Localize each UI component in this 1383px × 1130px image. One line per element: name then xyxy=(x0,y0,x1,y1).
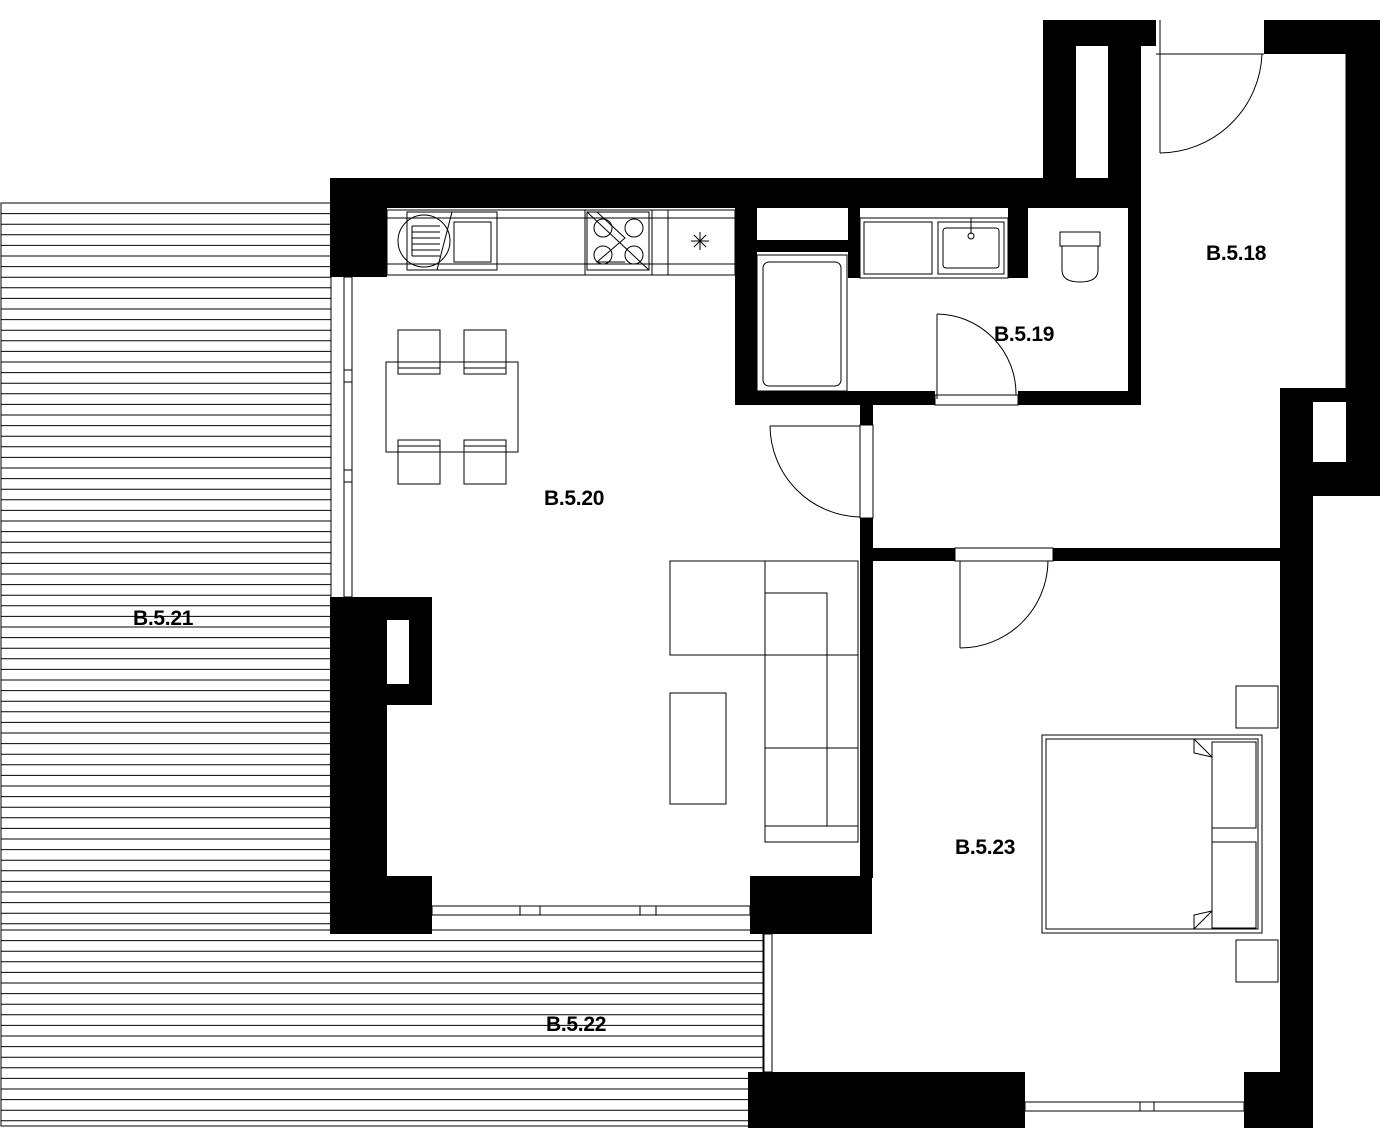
dining-table xyxy=(385,361,519,453)
room-label-terrace-south: B.5.22 xyxy=(546,1013,606,1036)
sofa xyxy=(669,560,859,843)
room-label-terrace-west: B.5.21 xyxy=(133,607,194,630)
room-label-hall: B.5.18 xyxy=(1206,242,1267,265)
coffee-table xyxy=(669,692,727,805)
room-label-bedroom: B.5.23 xyxy=(955,836,1015,859)
washbasin-icon xyxy=(859,217,1009,279)
terrace-west-decking xyxy=(0,202,332,931)
cooktop-icon xyxy=(586,211,650,271)
bed xyxy=(1041,734,1263,934)
terrace-south-decking xyxy=(0,929,765,1127)
room-label-living: B.5.20 xyxy=(544,487,604,510)
bathtub-icon xyxy=(756,254,848,392)
fridge-star-icon xyxy=(691,232,709,250)
toilet-icon xyxy=(1059,231,1101,283)
windows xyxy=(343,54,1380,1112)
doors xyxy=(769,20,1264,649)
wall-cutouts xyxy=(387,208,1346,684)
room-label-bathroom: B.5.19 xyxy=(994,323,1054,346)
sink-icon xyxy=(397,211,498,271)
dining-chairs xyxy=(397,329,507,485)
kitchen-counter xyxy=(386,209,736,276)
nightstands xyxy=(1235,685,1279,983)
walls xyxy=(330,20,1380,1128)
